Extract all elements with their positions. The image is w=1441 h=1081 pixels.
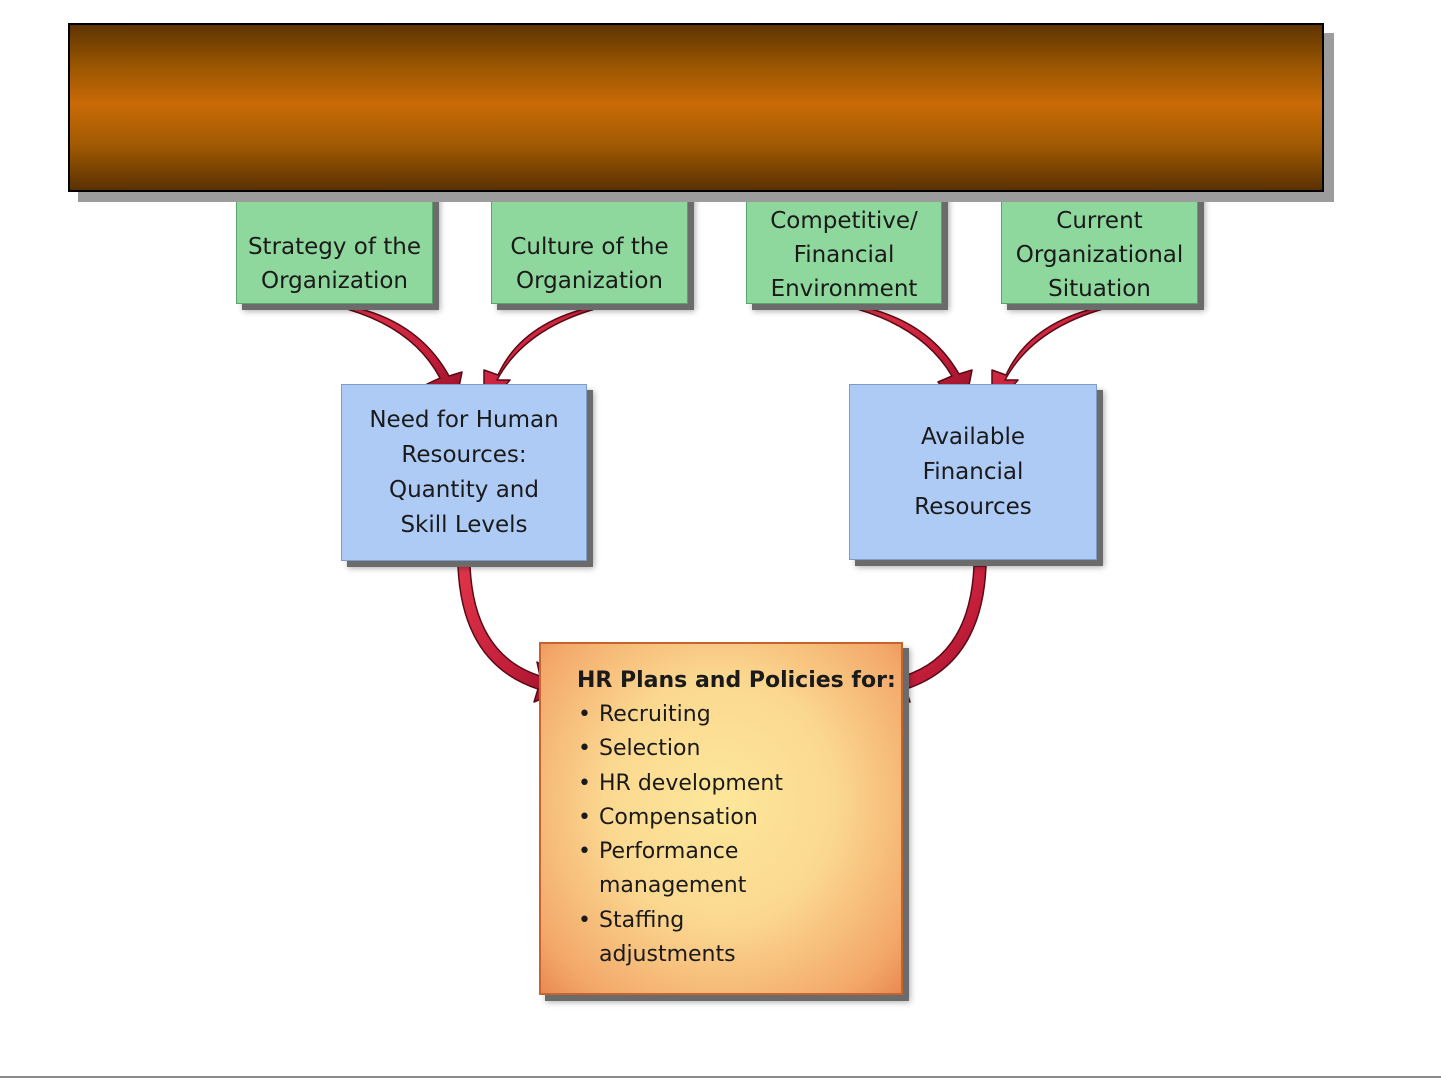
hr-plan-item-label: HR development xyxy=(599,770,783,796)
hr-plans-list: • Recruiting • Selection • HR development • Com… xyxy=(577,698,889,972)
factor-box-current: Current Organizational Situation xyxy=(1001,180,1198,304)
hr-plan-item: • Compensation xyxy=(577,801,889,835)
factor-label-current: Current Organizational Situation xyxy=(1015,207,1184,302)
hr-plan-item: • HR development xyxy=(577,767,889,801)
need-label: Need for Human Resources: Quantity and S… xyxy=(369,406,559,538)
hr-plan-item: • Recruiting xyxy=(577,698,889,732)
title-banner xyxy=(68,23,1324,192)
hr-plan-item-label: Selection xyxy=(599,736,701,762)
financial-label: Available Financial Resources xyxy=(914,423,1032,520)
bullet-icon: • xyxy=(578,804,591,830)
hr-plan-item: • Selection xyxy=(577,732,889,766)
bullet-icon: • xyxy=(578,736,591,762)
hr-plan-item: • Performance management xyxy=(577,835,889,904)
bottom-divider xyxy=(0,1076,1441,1078)
factor-box-strategy: Strategy of the Organization xyxy=(236,180,433,304)
factor-box-competitive: Competitive/ Financial Environment xyxy=(746,180,942,304)
hr-plan-item-label: Recruiting xyxy=(599,702,711,727)
hr-plan-item-label: Staffing adjustments xyxy=(599,907,736,968)
bullet-icon: • xyxy=(578,770,591,796)
need-box: Need for Human Resources: Quantity and S… xyxy=(341,384,587,561)
bullet-icon: • xyxy=(578,702,591,727)
bullet-icon: • xyxy=(578,907,591,933)
factor-box-culture: Culture of the Organization xyxy=(491,180,688,304)
factor-label-strategy: Strategy of the Organization xyxy=(247,234,422,294)
factor-label-competitive: Competitive/ Financial Environment xyxy=(770,207,918,302)
hr-plans-heading: HR Plans and Policies for: xyxy=(577,668,896,693)
hr-plan-item-label: Compensation xyxy=(599,804,758,830)
hr-plans-box: HR Plans and Policies for: • Recruiting • S… xyxy=(539,642,903,995)
financial-box: Available Financial Resources xyxy=(849,384,1097,560)
bullet-icon: • xyxy=(578,839,591,865)
hr-plan-item: • Staffing adjustments xyxy=(577,904,889,973)
factor-label-culture: Culture of the Organization xyxy=(510,234,669,294)
hr-plan-item-label: Performance management xyxy=(599,839,747,899)
